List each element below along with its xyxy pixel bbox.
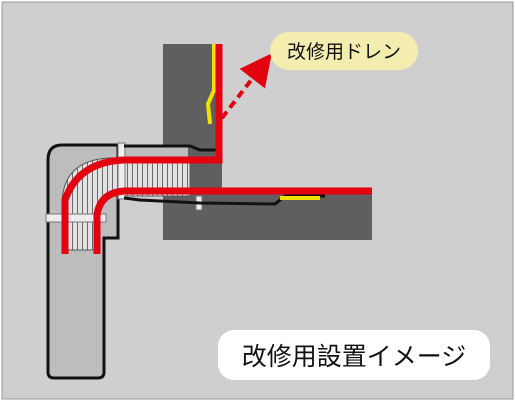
joint-collar	[45, 213, 107, 223]
retrofit-liner	[61, 44, 223, 254]
drain-label: 改修用ドレン	[287, 41, 401, 63]
drain-arrow	[220, 53, 272, 120]
caption-label: 改修用設置イメージ	[242, 342, 467, 371]
retrofit-liner	[93, 187, 372, 254]
caption-bubble	[218, 330, 490, 380]
joint-collar	[117, 142, 126, 200]
drain-label-bubble	[270, 32, 418, 70]
waterproof-layer	[124, 144, 222, 152]
membrane-yellow	[205, 44, 216, 125]
